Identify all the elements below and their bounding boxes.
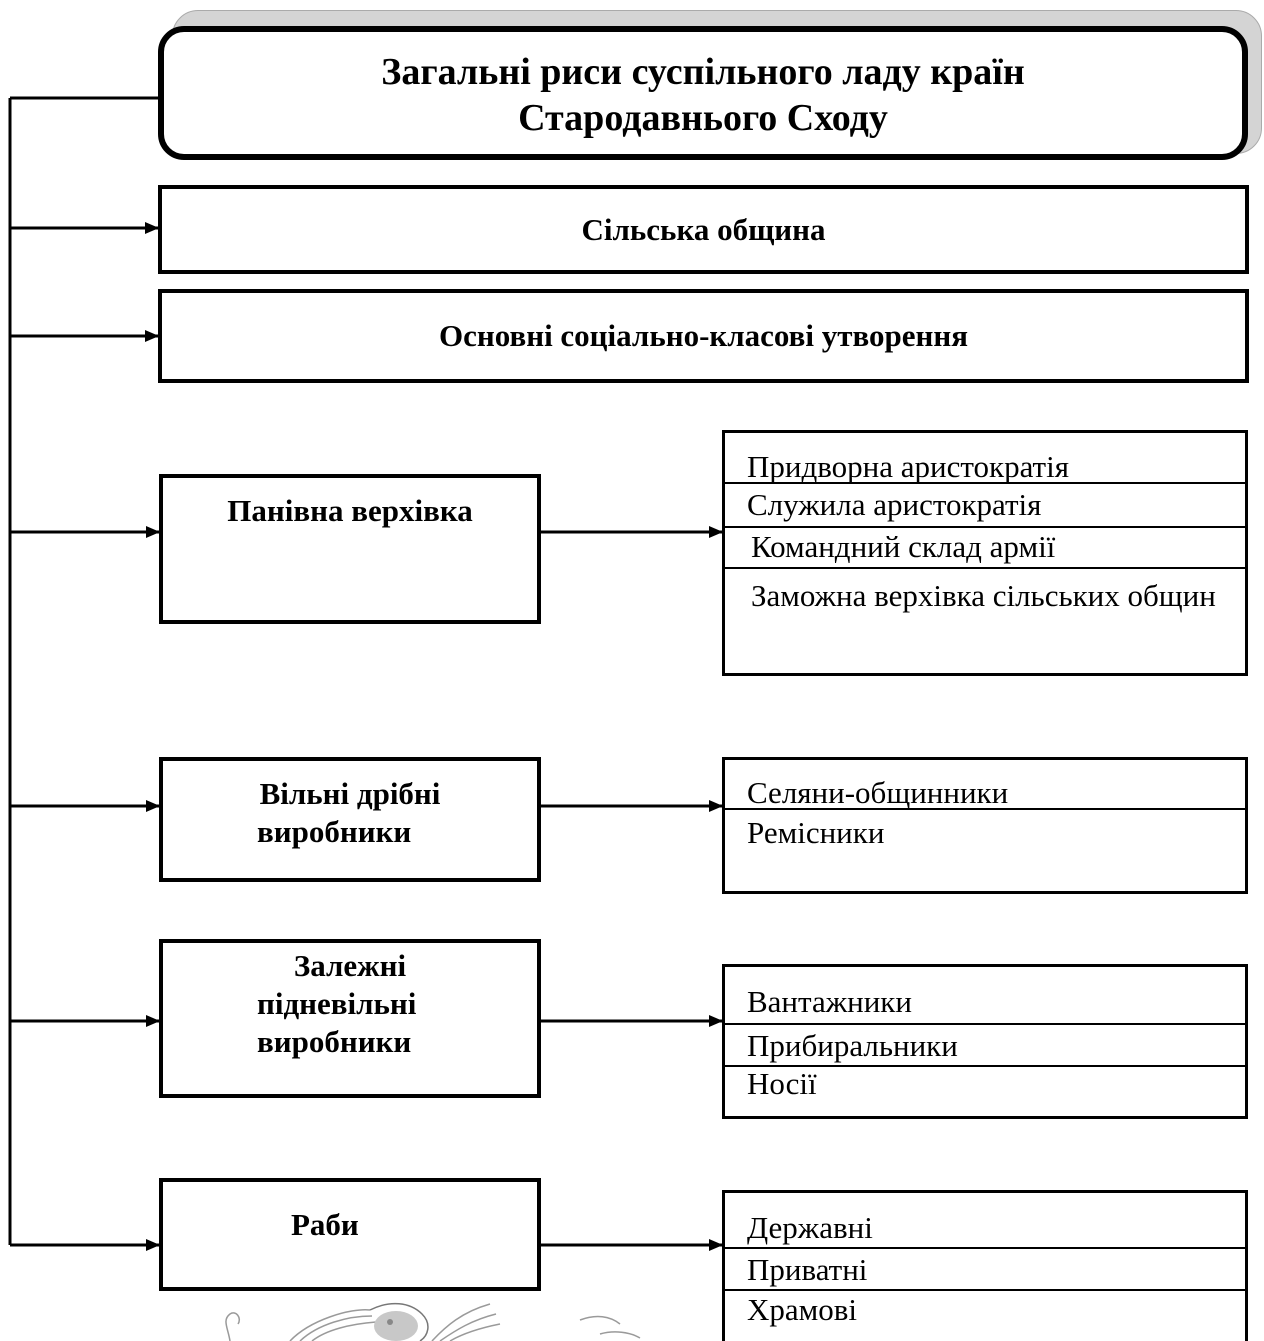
title-line-1: Загальні риси суспільного ладу країн	[381, 51, 1025, 93]
list-item: Приватні	[725, 1249, 1245, 1291]
list-item: Селяни-общинники	[725, 760, 1245, 810]
title-line-2: Стародавнього Сходу	[518, 97, 888, 139]
rural-community-box: Сільська община	[158, 185, 1249, 274]
list-item: Прибиральники	[725, 1025, 1245, 1067]
category-label-line: Залежні	[293, 948, 407, 983]
list-item: Державні	[725, 1193, 1245, 1249]
list-item: Ремісники	[747, 815, 885, 850]
list-item: Вантажники	[725, 967, 1245, 1025]
list-dependent-producers: Вантажники Прибиральники Носії	[722, 964, 1248, 1119]
category-free-producers: Вільні дрібні виробники	[159, 757, 541, 882]
list-slaves: Державні Приватні Храмові	[722, 1190, 1248, 1341]
list-item: Заможна верхівка сільських общин	[751, 578, 1216, 613]
category-slaves: Раби	[159, 1178, 541, 1291]
list-item: Храмові	[747, 1292, 858, 1327]
list-item: Служила аристократія	[725, 484, 1245, 528]
list-free-producers: Селяни-общинники Ремісники	[722, 757, 1248, 894]
category-label-line: Вільні дрібні	[259, 776, 441, 811]
list-item: Носії	[747, 1066, 817, 1101]
category-label-line: Раби	[291, 1207, 359, 1242]
list-item: Придворна аристократія	[725, 433, 1245, 484]
main-formations-box: Основні соціально-класові утворення	[158, 289, 1249, 383]
category-label-line: підневільні	[257, 986, 417, 1021]
category-ruling-elite: Панівна верхівка	[159, 474, 541, 624]
category-label-line: виробники	[257, 814, 412, 849]
list-ruling-elite: Придворна аристократія Служила аристокра…	[722, 430, 1248, 676]
category-label-line: Панівна верхівка	[227, 493, 473, 528]
engraving-decoration-image	[225, 1302, 641, 1341]
category-dependent-producers: Залежні підневільні виробники	[159, 939, 541, 1098]
list-item: Командний склад армії	[725, 528, 1245, 569]
category-label-line: виробники	[257, 1024, 412, 1059]
title-box: Загальні риси суспільного ладу країн Ста…	[158, 26, 1248, 160]
